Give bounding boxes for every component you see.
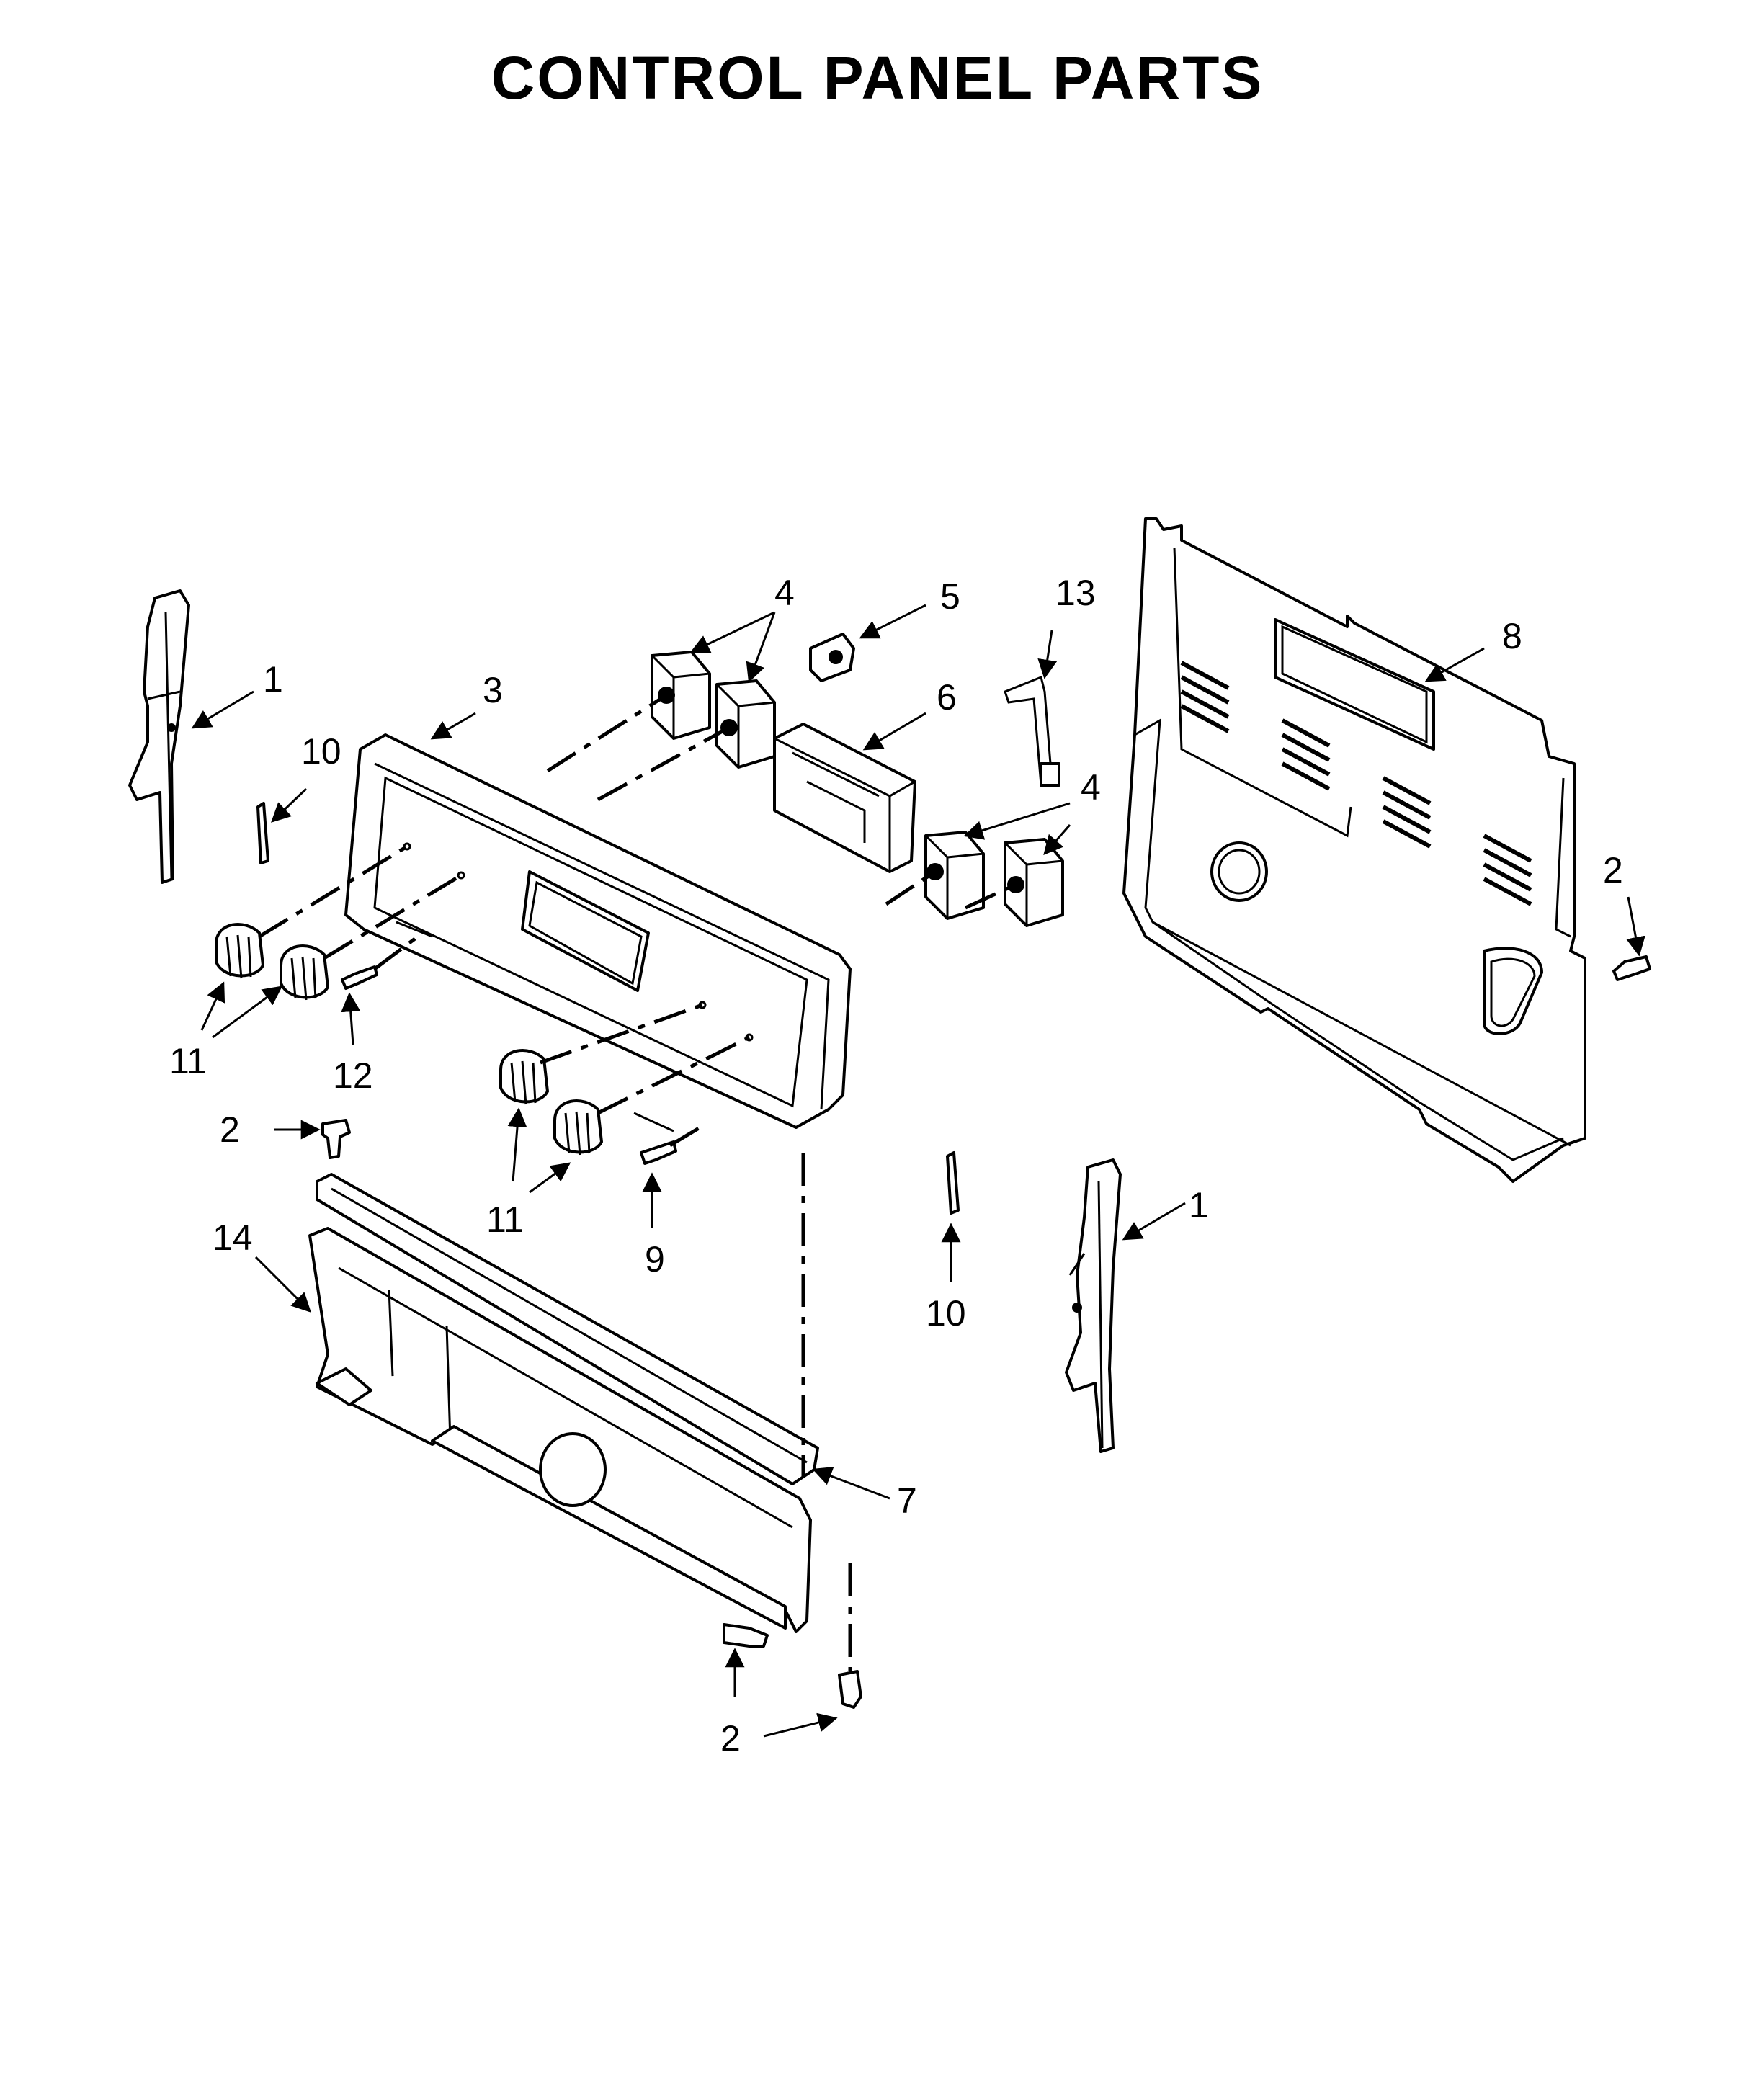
end-cap-left <box>128 589 190 884</box>
page-title: CONTROL PANEL PARTS <box>491 44 1264 112</box>
callout-12: 12 <box>333 1055 373 1096</box>
callout-1-left: 1 <box>263 659 283 700</box>
rear-panel <box>1122 517 1586 1183</box>
callout-10-right: 10 <box>926 1293 966 1333</box>
assembly-lines <box>258 693 1017 1671</box>
callout-2-upper-left: 2 <box>220 1109 240 1150</box>
indicator-light <box>809 633 855 682</box>
switch-top-right <box>715 679 776 769</box>
callout-3: 3 <box>483 670 503 710</box>
wire-bracket <box>1004 675 1060 787</box>
callout-8: 8 <box>1502 616 1522 656</box>
screw-12 <box>341 965 378 990</box>
screw-2-right <box>1612 955 1651 981</box>
callout-2-bottom: 2 <box>720 1718 741 1759</box>
screw-2-lower-right <box>838 1670 862 1709</box>
knob-4 <box>553 1099 603 1156</box>
callout-2-right: 2 <box>1603 850 1623 890</box>
clip-left <box>256 802 269 864</box>
switch-top-left <box>651 651 711 740</box>
callout-1-right: 1 <box>1189 1185 1209 1225</box>
callout-5: 5 <box>940 576 960 617</box>
callout-labels: 1 1 2 2 2 3 4 4 5 6 7 8 9 10 10 11 11 12… <box>169 573 1623 1759</box>
screw-9 <box>640 1140 677 1165</box>
callout-11-center: 11 <box>486 1199 524 1240</box>
bottom-shield <box>308 1227 812 1633</box>
knob-2 <box>280 944 329 1001</box>
switch-bottom-right <box>1004 838 1064 927</box>
callout-4-top: 4 <box>774 573 795 613</box>
callout-7: 7 <box>897 1480 917 1521</box>
callout-14: 14 <box>213 1217 253 1258</box>
end-cap-right <box>1065 1158 1122 1453</box>
callout-6: 6 <box>937 677 957 718</box>
screw-2-upper-left <box>321 1119 351 1159</box>
vent-slots <box>1180 661 1532 906</box>
knob-1 <box>215 923 264 979</box>
callout-leaders <box>191 604 1645 1738</box>
control-console <box>344 733 852 1129</box>
callout-4-bottom: 4 <box>1081 767 1101 808</box>
electronic-control <box>773 723 916 873</box>
callout-10-left: 10 <box>301 731 341 772</box>
callout-13: 13 <box>1055 573 1096 613</box>
clip-right <box>946 1151 960 1215</box>
switch-bottom-left <box>924 831 985 920</box>
screw-2-lower-left <box>723 1623 769 1648</box>
callout-9: 9 <box>645 1239 665 1279</box>
callout-11-left: 11 <box>169 1041 207 1081</box>
knob-3 <box>499 1049 549 1105</box>
